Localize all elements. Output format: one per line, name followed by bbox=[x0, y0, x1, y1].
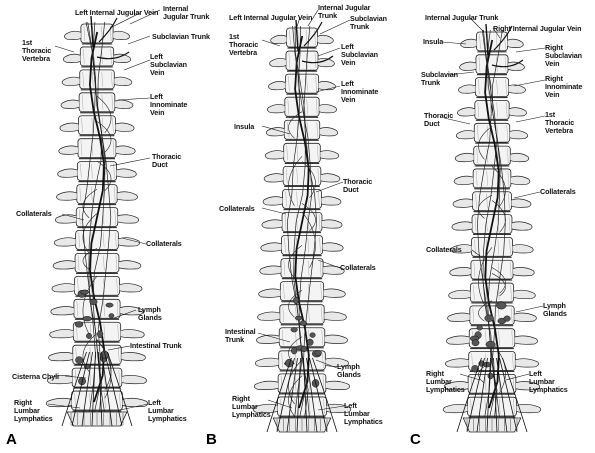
label-a-cisterna-chyli: Cisterna Chyli bbox=[12, 372, 59, 381]
leader-line bbox=[469, 17, 485, 33]
leader-line bbox=[113, 309, 137, 319]
label-c-collaterals-left: Collaterals bbox=[426, 245, 462, 254]
leader-line bbox=[127, 35, 151, 45]
label-b-left-internal-jugular-vein: Left Internal Jugular Vein bbox=[229, 13, 313, 22]
leader-line bbox=[441, 41, 467, 45]
leader-line bbox=[109, 12, 141, 29]
label-b-collaterals-right: Collaterals bbox=[340, 263, 376, 272]
label-a-subclavian-trunk: Subclavian Trunk bbox=[152, 32, 210, 41]
label-a-left-internal-jugular-vein: Left Internal Jugular Vein bbox=[75, 8, 159, 17]
leader-line bbox=[515, 115, 546, 123]
leader-line bbox=[315, 359, 338, 369]
label-c-right-internal-jugular-vein: Right Internal Jugular Vein bbox=[493, 24, 582, 33]
label-a-collaterals-left: Collaterals bbox=[16, 209, 52, 218]
label-c-collaterals-right: Collaterals bbox=[540, 187, 576, 196]
leader-line bbox=[315, 181, 344, 193]
leader-line bbox=[257, 332, 291, 343]
leader-line bbox=[107, 345, 131, 351]
leader-line bbox=[443, 117, 471, 125]
leader-line bbox=[447, 71, 475, 76]
leader-line bbox=[515, 305, 544, 313]
leader-line bbox=[64, 375, 87, 379]
leader-line bbox=[515, 47, 546, 53]
leader-line bbox=[117, 97, 151, 101]
label-b-insula: Insula bbox=[234, 122, 255, 131]
panel-letter-c: C bbox=[410, 431, 421, 448]
leader-line bbox=[61, 213, 85, 221]
panel-letter-a: A bbox=[6, 431, 17, 448]
leader-line bbox=[47, 403, 81, 409]
leader-line bbox=[319, 19, 351, 35]
leader-line bbox=[129, 9, 161, 25]
leader-line bbox=[54, 45, 75, 53]
leader-line bbox=[513, 79, 546, 87]
leader-line bbox=[505, 373, 530, 381]
leader-line bbox=[317, 47, 341, 57]
vessels-a bbox=[61, 15, 133, 427]
label-c-insula: Insula bbox=[423, 37, 444, 46]
leader-line bbox=[295, 16, 301, 31]
leader-line bbox=[119, 403, 149, 411]
leader-line bbox=[261, 39, 281, 47]
leader-line bbox=[123, 59, 151, 71]
leader-line bbox=[261, 207, 287, 215]
leader-line bbox=[513, 191, 541, 199]
spine-a bbox=[45, 23, 149, 427]
panel-letter-b: B bbox=[206, 431, 217, 448]
leader-line bbox=[317, 405, 345, 411]
leader-line bbox=[315, 85, 341, 93]
leader-line bbox=[109, 157, 151, 167]
leader-line bbox=[459, 373, 481, 381]
leader-line bbox=[471, 249, 481, 257]
leader-line bbox=[267, 399, 293, 409]
label-a-collaterals-right: Collaterals bbox=[146, 239, 182, 248]
label-b-collaterals-left: Collaterals bbox=[219, 204, 255, 213]
leader-line bbox=[492, 27, 501, 39]
leader-line bbox=[121, 237, 147, 245]
leader-line bbox=[317, 259, 341, 269]
leader-line bbox=[261, 125, 291, 135]
leader-line bbox=[307, 9, 319, 27]
label-c-internal-jugular-trunk: Internal Jugular Trunk bbox=[425, 13, 499, 22]
label-a-intestinal-trunk: Intestinal Trunk bbox=[130, 341, 182, 350]
vessels-b bbox=[266, 19, 338, 433]
vessels-c bbox=[456, 23, 528, 433]
